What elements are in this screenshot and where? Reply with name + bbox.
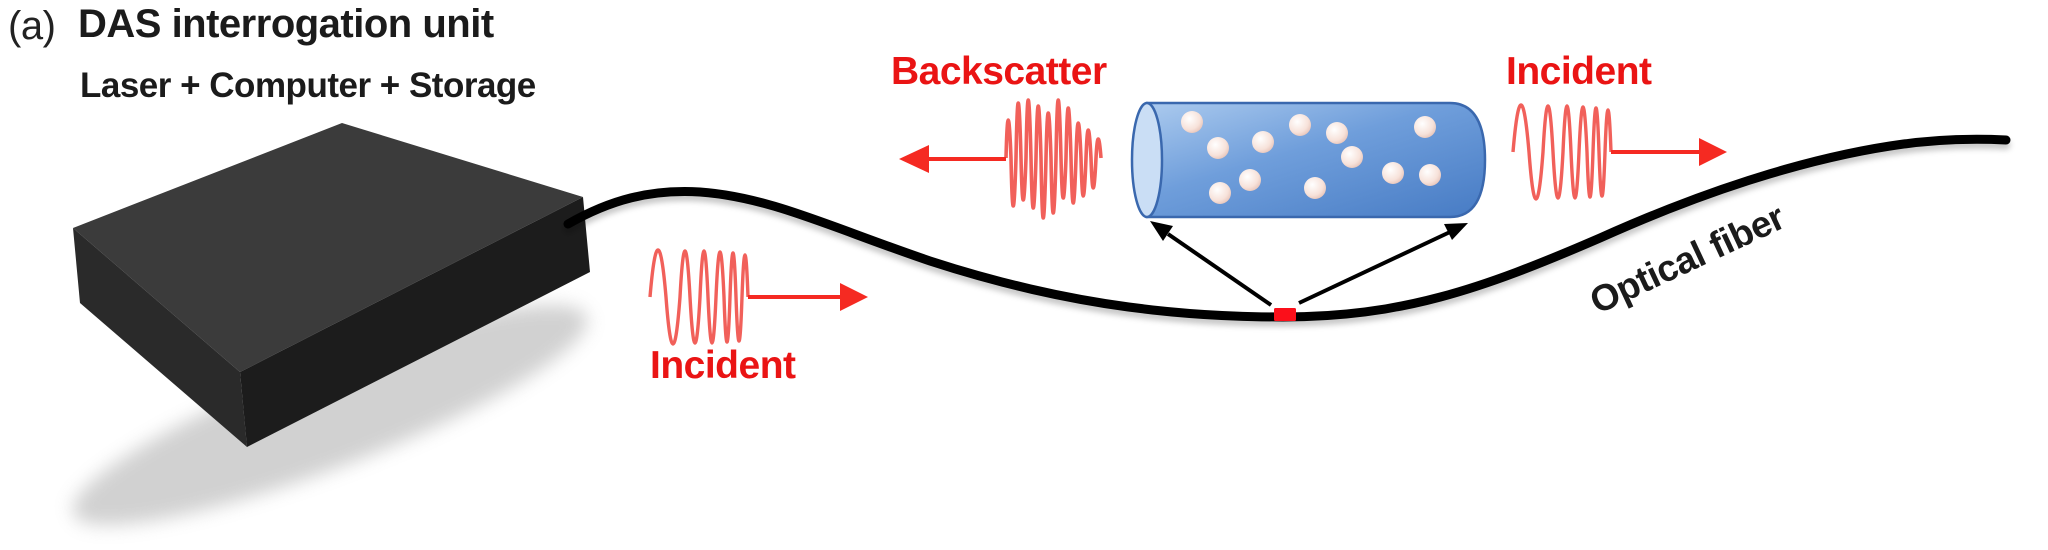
wave-packet [1004,98,1103,220]
device-label: Laser + Computer + Storage [80,66,536,105]
scatterer-dot [1252,131,1274,153]
zoom-arrow-left [1150,221,1273,307]
scatterer-dot [1239,169,1261,191]
backscatter-arrow-left-icon [899,145,1006,173]
wave-packet [1511,103,1613,201]
panel-label: (a) [8,4,56,48]
incident-wave-left [648,248,868,346]
interrogation-unit-box [73,123,590,447]
box-shadow [72,305,588,525]
scatterer-dot [1289,114,1311,136]
scatterer-dot [1209,182,1231,204]
scatterer-dot [1414,116,1436,138]
backscatter-wave [899,98,1103,220]
scatterer-dot [1341,146,1363,168]
fiber-section-marker [1274,308,1296,321]
incident-right-label: Incident [1506,50,1652,93]
zoom-indicator-arrows [1150,221,1468,307]
scatterer-dot [1326,122,1348,144]
scatterer-dot [1207,137,1229,159]
wave-packet [648,248,750,346]
scatterer-dot [1382,162,1404,184]
scatterer-dot [1181,111,1203,133]
incident-arrow-right-icon [1611,138,1727,166]
fiber-core-cylinder [1130,101,1487,219]
incident-wave-right [1511,103,1727,201]
incident-left-label: Incident [650,344,796,387]
cylinder-body [1145,101,1487,219]
zoom-arrow-right [1298,223,1468,305]
figure-title: DAS interrogation unit [78,2,494,46]
cylinder-cap [1130,101,1164,219]
backscatter-label: Backscatter [891,50,1107,93]
scatterer-dot [1304,177,1326,199]
box-top-face [73,123,583,372]
scatterer-dots [1181,111,1441,204]
box-left-face [73,228,247,447]
box-front-face [240,197,590,447]
incident-arrow-right-icon [748,283,868,311]
scatterer-dot [1419,164,1441,186]
